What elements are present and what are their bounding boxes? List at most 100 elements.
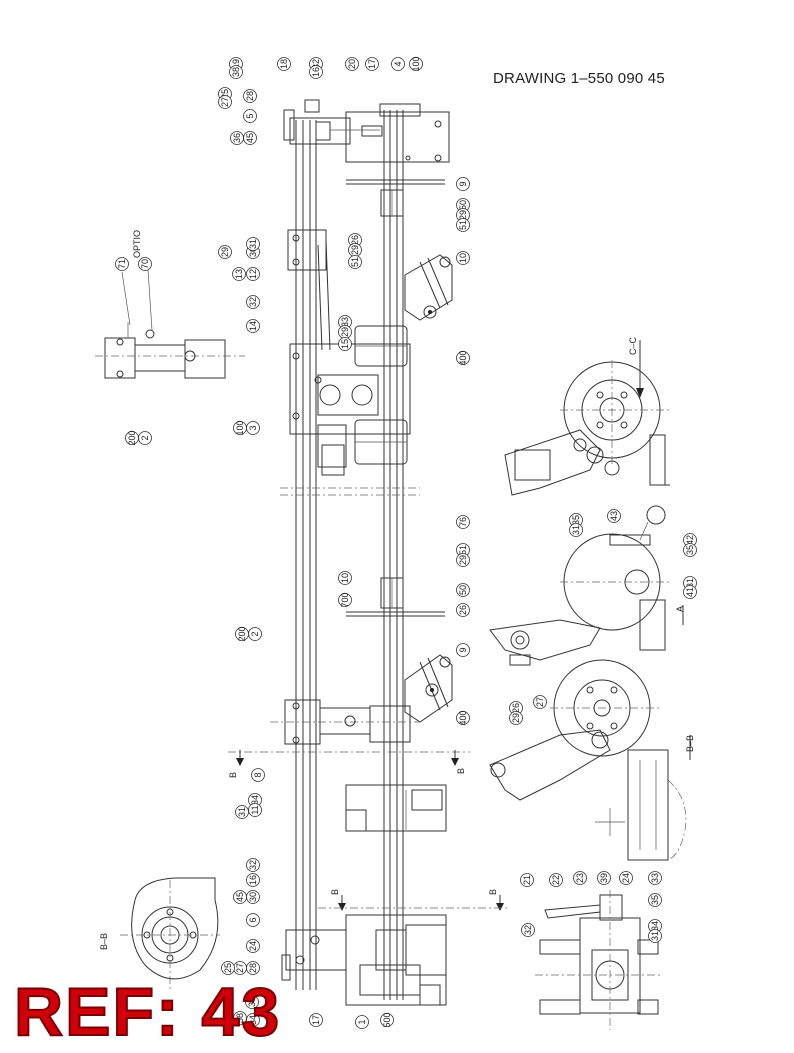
callout-bubble: 70 bbox=[138, 257, 152, 271]
callout-circle bbox=[549, 873, 563, 887]
section-label-b-left: B bbox=[228, 772, 238, 778]
callout-circle bbox=[115, 257, 129, 271]
option-actuator bbox=[95, 269, 245, 379]
callout-bubble: 30 bbox=[246, 890, 260, 904]
callout-bubble: 45 bbox=[233, 890, 247, 904]
callout-circle bbox=[338, 571, 352, 585]
callout-circle bbox=[355, 1015, 369, 1029]
callout-number: 25 bbox=[220, 89, 230, 99]
callout-bubble: 76 bbox=[456, 515, 470, 529]
callout-number: 24 bbox=[621, 873, 631, 883]
callout-number: 21 bbox=[522, 875, 532, 885]
callout-circle bbox=[235, 627, 249, 641]
callout-number: 42 bbox=[685, 535, 695, 545]
callout-circle bbox=[380, 1013, 394, 1027]
callout-circle bbox=[456, 351, 470, 365]
callout-bubble: 28 bbox=[243, 89, 257, 103]
callout-circle bbox=[138, 257, 152, 271]
callout-number: 12 bbox=[248, 269, 258, 279]
callout-circle bbox=[233, 421, 247, 435]
callout-bubble: 27 bbox=[218, 95, 232, 109]
callout-circle bbox=[509, 711, 523, 725]
option-label: OPTIO bbox=[132, 230, 142, 258]
callout-bubble: 29 bbox=[338, 325, 352, 339]
callout-circle bbox=[521, 923, 535, 937]
callout-bubble: 51 bbox=[456, 218, 470, 232]
section-a-detail bbox=[489, 505, 670, 666]
callout-circle bbox=[246, 267, 260, 281]
top-gearbox bbox=[283, 99, 450, 163]
callout-number: 14 bbox=[248, 321, 258, 331]
callout-bubble: 27 bbox=[233, 961, 247, 975]
callout-number: 51 bbox=[458, 545, 468, 555]
callout-bubble: 3 bbox=[246, 421, 260, 435]
callout-bubble: 27 bbox=[533, 695, 547, 709]
callout-circle bbox=[619, 871, 633, 885]
callout-circle bbox=[221, 961, 235, 975]
section-label-cc: C–C bbox=[628, 336, 638, 355]
callout-bubble: 71 bbox=[115, 257, 129, 271]
coupling-flange-mid bbox=[346, 577, 445, 617]
callout-number: 34 bbox=[250, 795, 260, 805]
callout-number: 6 bbox=[248, 917, 258, 922]
callout-bubble: 31 bbox=[569, 523, 583, 537]
section-label-a: A bbox=[675, 606, 685, 612]
callout-bubble: 13 bbox=[232, 267, 246, 281]
callout-number: 29 bbox=[511, 713, 521, 723]
callout-number: 400 bbox=[458, 710, 468, 725]
callout-circle bbox=[233, 890, 247, 904]
section-markers bbox=[236, 340, 691, 911]
callout-number: 31 bbox=[237, 807, 247, 817]
callout-circle bbox=[338, 337, 352, 351]
callout-number: 31 bbox=[571, 525, 581, 535]
callout-circle bbox=[246, 1013, 260, 1027]
callout-number: 22 bbox=[551, 875, 561, 885]
callout-number: 19 bbox=[231, 59, 241, 69]
callout-bubble: 45 bbox=[243, 131, 257, 145]
callout-circle bbox=[246, 319, 260, 333]
callout-bubble: 8 bbox=[251, 768, 265, 782]
callout-circle bbox=[230, 131, 244, 145]
callout-circle bbox=[246, 913, 260, 927]
callout-circle bbox=[409, 57, 423, 71]
callout-bubble: 32 bbox=[246, 858, 260, 872]
callout-bubble: 24 bbox=[246, 939, 260, 953]
callout-bubble: 29 bbox=[218, 245, 232, 259]
callout-circle bbox=[456, 711, 470, 725]
callout-number: 23 bbox=[575, 873, 585, 883]
callout-bubble: 35 bbox=[648, 893, 662, 907]
section-label-b-lower-left: B bbox=[330, 889, 340, 895]
section-bb-detail bbox=[489, 659, 687, 861]
callout-circle bbox=[456, 218, 470, 232]
lower-actuator-assembly bbox=[270, 699, 420, 745]
section-label-bb-right: B–B bbox=[685, 735, 695, 752]
callout-number: 20 bbox=[347, 59, 357, 69]
callout-bubble: 10 bbox=[338, 571, 352, 585]
callout-circle bbox=[648, 893, 662, 907]
callout-circle bbox=[456, 643, 470, 657]
callout-number: 16 bbox=[311, 67, 321, 77]
callout-number: 1 bbox=[357, 1019, 367, 1024]
callout-bubble: 31 bbox=[235, 805, 249, 819]
callout-bubble: 100 bbox=[233, 420, 247, 436]
callout-number: 10 bbox=[340, 573, 350, 583]
callout-bubble: 51 bbox=[348, 255, 362, 269]
callout-bubble: 16 bbox=[246, 873, 260, 887]
callout-number: 29 bbox=[350, 245, 360, 255]
callout-circle bbox=[456, 177, 470, 191]
callout-number: 4 bbox=[393, 61, 403, 66]
callout-number: 43 bbox=[609, 511, 619, 521]
section-cc-detail bbox=[504, 360, 670, 496]
callout-number: 25 bbox=[223, 963, 233, 973]
callout-number: 32 bbox=[311, 59, 321, 69]
callout-number: 30 bbox=[248, 892, 258, 902]
callout-number: 32 bbox=[523, 925, 533, 935]
callout-bubble: 39 bbox=[597, 871, 611, 885]
callout-bubble: 9 bbox=[456, 643, 470, 657]
callout-bubble: 32 bbox=[521, 923, 535, 937]
callout-bubble: 2 bbox=[138, 431, 152, 445]
bottom-gearbox bbox=[281, 914, 447, 1006]
callout-circle bbox=[277, 57, 291, 71]
callout-number: 9 bbox=[458, 647, 468, 652]
callout-bubble: 18 bbox=[277, 57, 291, 71]
